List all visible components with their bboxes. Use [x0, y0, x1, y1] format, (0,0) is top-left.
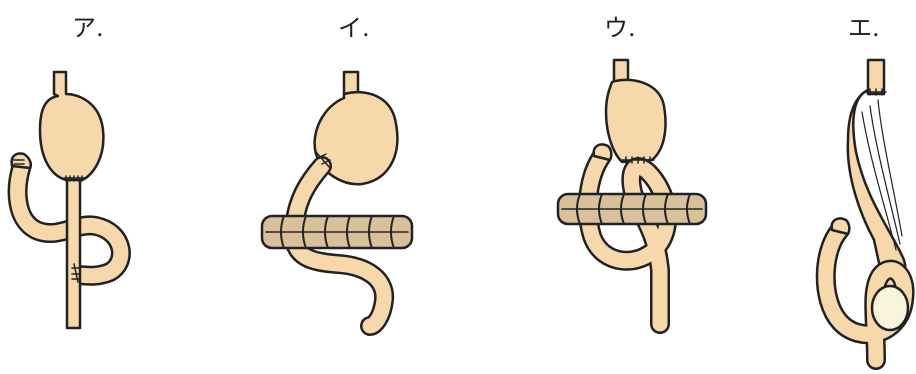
figure-e-pouch	[872, 286, 908, 330]
figure-a-stomach	[40, 72, 103, 180]
figure-e	[826, 60, 908, 360]
figure-a-roux-limb	[67, 180, 80, 328]
figure-u-transverse-colon	[558, 194, 706, 224]
figure-i-transverse-colon	[262, 216, 412, 248]
figure-u	[558, 60, 706, 324]
figure-a	[12, 72, 121, 328]
figure-e-jejunal-pouch	[848, 90, 906, 287]
figure-u-stomach	[606, 80, 666, 162]
figure-i	[262, 72, 412, 326]
